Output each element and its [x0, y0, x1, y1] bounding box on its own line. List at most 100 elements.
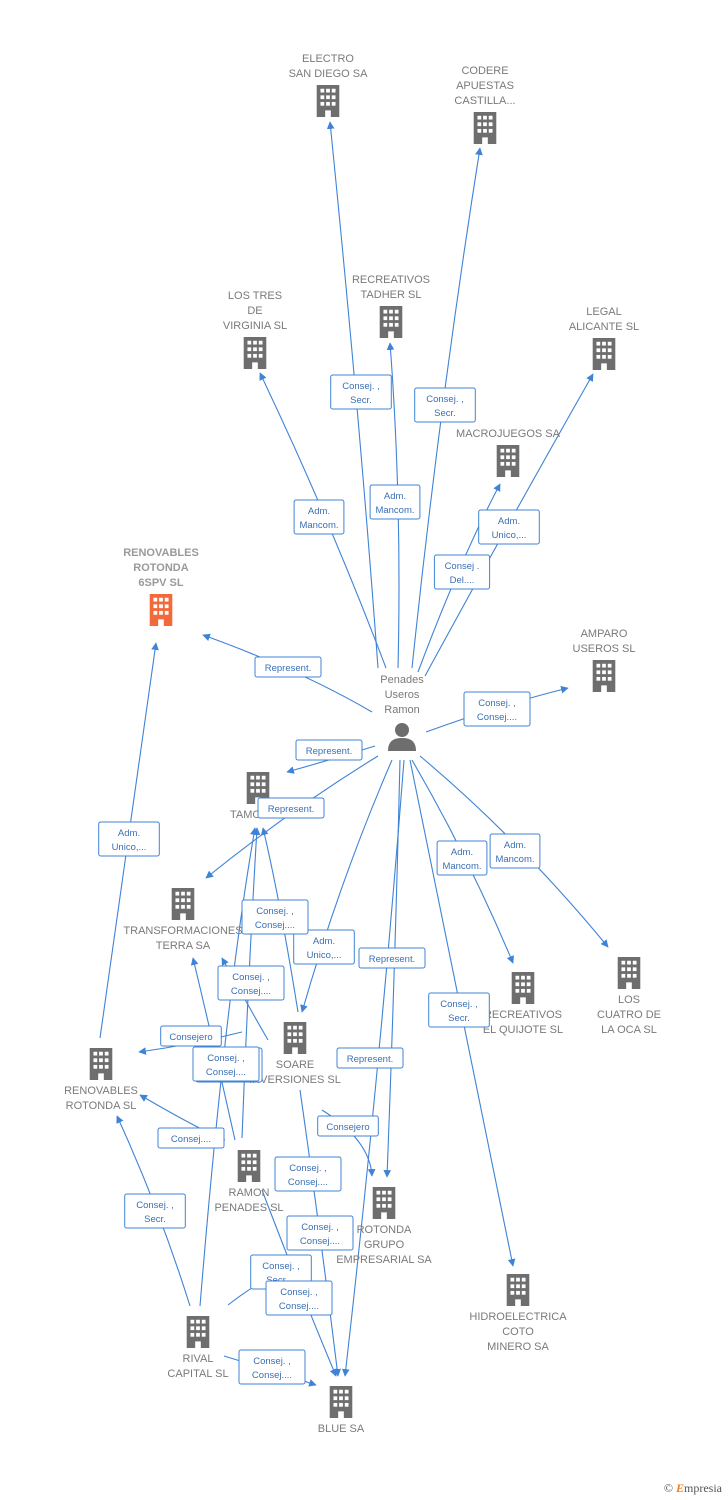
edge-label-text: Consej....	[255, 920, 295, 931]
node-label: MACROJUEGOS SA	[456, 428, 561, 440]
building-icon	[617, 957, 641, 989]
copyright-icon: ©	[663, 1481, 673, 1495]
brand-name: mpresia	[684, 1481, 722, 1495]
edge-label-e-rival-renovsl[interactable]: Consej. ,Secr.	[124, 1193, 186, 1229]
node-label: Useros	[385, 689, 420, 701]
edge-label-text: Mancom.	[375, 505, 414, 516]
node-amparo[interactable]: AMPARO USEROS SL	[573, 628, 636, 692]
edge-label-e-renovsl-6spv[interactable]: Adm.Unico,...	[98, 821, 160, 857]
edge-label-text: Consej....	[477, 712, 517, 723]
edge-label-e-amparo[interactable]: Consej. ,Consej....	[463, 691, 531, 727]
edge-label-e-electro[interactable]: Consej. ,Secr.	[330, 374, 392, 410]
edge-e-rotonda2	[341, 759, 405, 1377]
edge-label-e-tamos1[interactable]: Represent.	[295, 739, 363, 761]
building-icon	[243, 337, 267, 369]
edge-label-text: Unico,...	[307, 950, 342, 961]
building-icon	[171, 888, 195, 920]
node-label: CASTILLA...	[454, 95, 515, 107]
node-label: Penades	[380, 674, 424, 686]
node-label: RECREATIVOS	[352, 274, 430, 286]
node-label: COTO	[502, 1326, 534, 1338]
node-label: INVERSIONES SL	[249, 1074, 341, 1086]
node-label: ALICANTE SL	[569, 321, 639, 333]
edge-label-e-soare[interactable]: Adm.Unico,...	[293, 929, 355, 965]
node-codere[interactable]: CODEREAPUESTASCASTILLA...	[454, 65, 516, 144]
edge-label-e-t2[interactable]: Consej. ,Consej....	[217, 965, 285, 1001]
edge-label-text: Mancom.	[442, 861, 481, 872]
edge-label-text: Unico,...	[492, 530, 527, 541]
edge-label-text: Adm.	[308, 506, 330, 517]
edge-label-e-tamos2[interactable]: Represent.	[257, 797, 325, 819]
edge-label-e-b4[interactable]: Consej. ,Consej....	[265, 1280, 333, 1316]
node-label: PENADES SL	[214, 1202, 283, 1214]
edge-e-b1	[199, 827, 258, 1307]
node-electro[interactable]: ELECTRO SAN DIEGO SA	[289, 53, 369, 117]
edge-label-e-consejero1[interactable]: Consejero	[160, 1025, 222, 1047]
edge-label-e-hidro[interactable]: Consej. ,Secr.	[428, 992, 490, 1028]
edge-label-e-legal[interactable]: Adm. Unico,...	[478, 509, 540, 545]
node-label: USEROS SL	[573, 643, 636, 655]
building-icon	[186, 1316, 210, 1348]
edge-label-e-b2[interactable]: Consej. ,Consej....	[286, 1215, 354, 1251]
edge-label-e-renov6spv[interactable]: Represent.	[254, 656, 322, 678]
building-icon	[506, 1274, 530, 1306]
node-label: ELECTRO	[302, 53, 354, 65]
node-label: AMPARO	[581, 628, 628, 640]
edge-label-e-consejero2[interactable]: Consejero	[317, 1115, 379, 1137]
person-icon	[388, 723, 416, 751]
edge-label-text: Consej. ,	[280, 1287, 318, 1298]
edge-label-e-tadher[interactable]: Adm.Mancom.	[369, 484, 421, 520]
edge-label-e-rotonda1[interactable]: Represent.	[358, 947, 426, 969]
node-label: RENOVABLES	[123, 547, 199, 559]
edge-label-e-b1[interactable]: Consej. ,Consej....	[274, 1156, 342, 1192]
building-icon	[316, 85, 340, 117]
edge-label-text: Adm.	[451, 847, 473, 858]
edge-label-text: Represent.	[268, 804, 314, 815]
edge-label-e-x3[interactable]: Consej....	[157, 1127, 225, 1149]
edge-label-e-tresvirginia[interactable]: Adm.Mancom.	[293, 499, 345, 535]
node-label: SAN DIEGO SA	[289, 68, 369, 80]
edge-label-e-macro[interactable]: Consej .Del....	[433, 554, 491, 590]
building-icon	[511, 972, 535, 1004]
edge-label-e-quijote[interactable]: Adm. Mancom.	[436, 840, 488, 876]
edge-label-e-t1[interactable]: Consej. ,Consej....	[241, 899, 309, 935]
building-icon	[149, 594, 173, 626]
edge-label-text: Secr.	[448, 1013, 470, 1024]
building-icon	[329, 1386, 353, 1418]
node-label: LOS	[618, 994, 640, 1006]
edge-label-text: Consej....	[288, 1177, 328, 1188]
edge-label-text: Consej .	[445, 561, 480, 572]
node-label: TRANSFORMACIONES	[123, 925, 242, 937]
edge-label-e-codere[interactable]: Consej. ,Secr.	[414, 387, 476, 423]
edge-label-e-b5[interactable]: Consej. ,Consej....	[238, 1349, 306, 1385]
node-blue[interactable]: BLUE SA	[318, 1386, 365, 1435]
edge-label-e-x2[interactable]: Consej. ,Consej....	[192, 1046, 260, 1082]
node-label: TADHER SL	[361, 289, 422, 301]
node-macrojuegos[interactable]: MACROJUEGOS SA	[456, 428, 561, 477]
edge-label-text: Consej. ,	[262, 1261, 300, 1272]
edge-label-text: Adm.	[498, 516, 520, 527]
building-icon	[379, 306, 403, 338]
edge-label-e-rotonda2[interactable]: Represent.	[336, 1047, 404, 1069]
node-label: RECREATIVOS	[484, 1009, 562, 1021]
edge-label-text: Secr.	[434, 408, 456, 419]
node-label: HIDROELECTRICA	[469, 1311, 567, 1323]
node-tadher[interactable]: RECREATIVOS TADHER SL	[352, 274, 430, 338]
edge-label-e-cuatro[interactable]: Adm.Mancom.	[489, 833, 541, 869]
node-label: RENOVABLES	[64, 1085, 138, 1097]
edge-label-text: Unico,...	[112, 842, 147, 853]
edge-label-text: Consej. ,	[232, 972, 270, 983]
